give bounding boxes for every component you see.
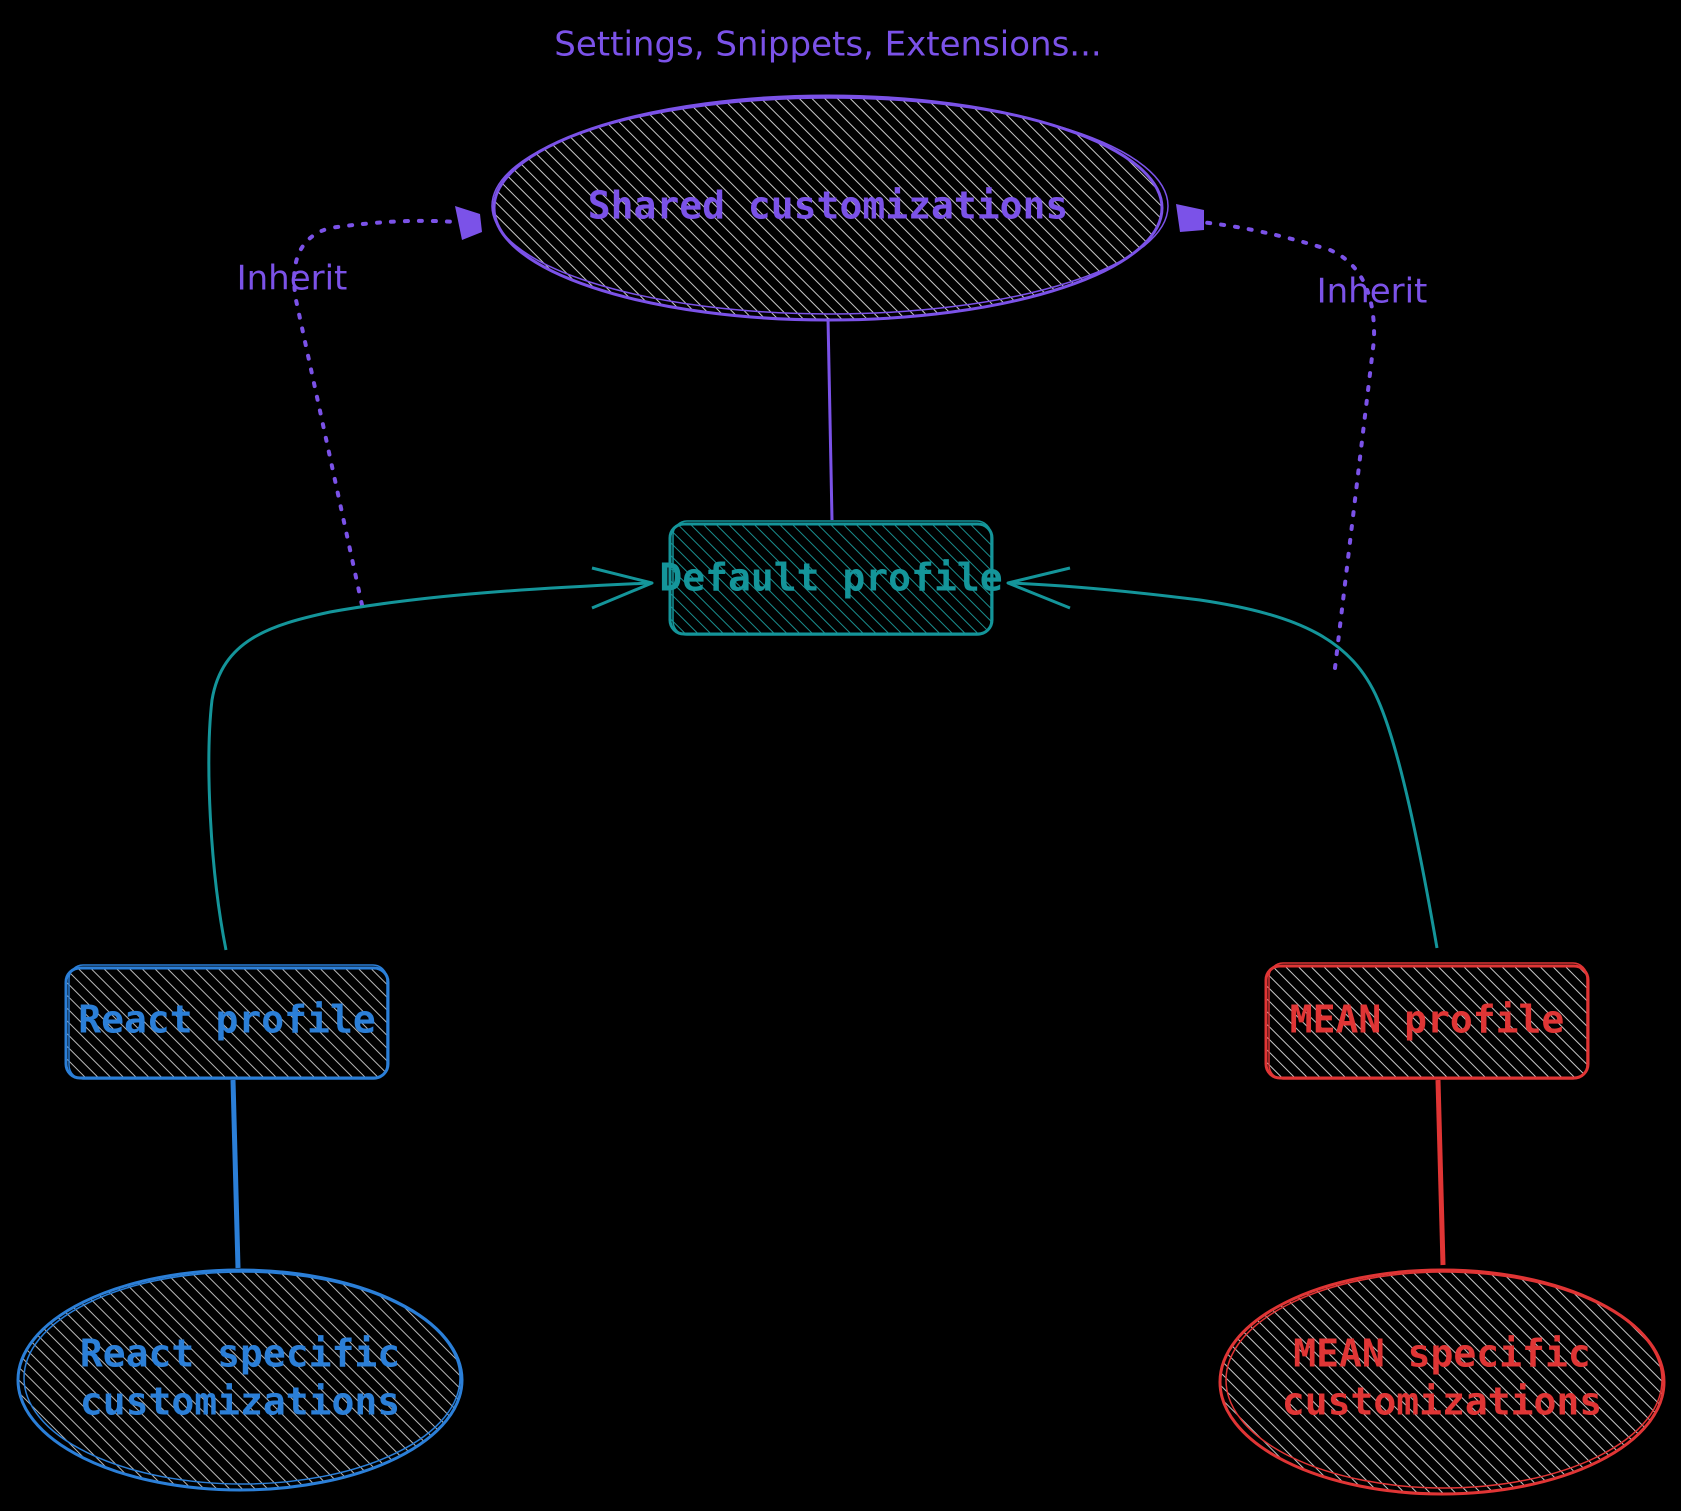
mean-to-custom-connector <box>1435 1079 1446 1266</box>
top-caption: Settings, Snippets, Extensions... <box>554 25 1101 65</box>
mean-to-default-arrow <box>1009 581 1439 949</box>
mean-customizations-outline <box>1225 1271 1663 1489</box>
shared-customizations-outline <box>491 97 1169 315</box>
default-profile-node <box>668 522 994 636</box>
react-customizations-outline <box>23 1271 461 1485</box>
react-customizations-label-line1: React specific <box>80 1332 400 1376</box>
shared-customizations-node <box>492 94 1164 322</box>
inherit-right-dotted-path <box>1198 220 1377 670</box>
mean-customizations-label-line1: MEAN specific <box>1293 1332 1590 1376</box>
mean-customizations-label-line2: customizations <box>1282 1380 1602 1424</box>
inherit-left-dotted-path <box>292 218 457 607</box>
react-to-custom-connector <box>230 1079 241 1269</box>
inherit-right-arrowhead <box>1176 204 1204 232</box>
react-customizations-label-line2: customizations <box>80 1380 400 1424</box>
mean-profile-node <box>1264 964 1590 1080</box>
inherit-left-arrowhead <box>455 206 482 240</box>
react-profile-label: React profile <box>78 998 375 1042</box>
default-profile-label: Default profile <box>659 556 1002 600</box>
mean-customizations-node <box>1218 1268 1666 1496</box>
react-customizations-node <box>16 1268 464 1492</box>
inherit-right-label: Inherit <box>1317 272 1428 312</box>
default-profile-outline <box>672 520 992 636</box>
react-to-default-arrow <box>207 581 651 951</box>
inherit-left-label: Inherit <box>237 259 348 299</box>
react-profile-outline <box>68 964 388 1080</box>
mean-profile-label: MEAN profile <box>1290 998 1565 1042</box>
react-profile-node <box>64 966 390 1080</box>
shared-to-default-connector <box>826 317 834 521</box>
mean-profile-outline <box>1268 962 1588 1080</box>
shared-customizations-label: Shared customizations <box>588 184 1068 228</box>
mean-to-default-arrowhead <box>1006 566 1071 610</box>
react-to-default-arrowhead <box>591 566 654 610</box>
